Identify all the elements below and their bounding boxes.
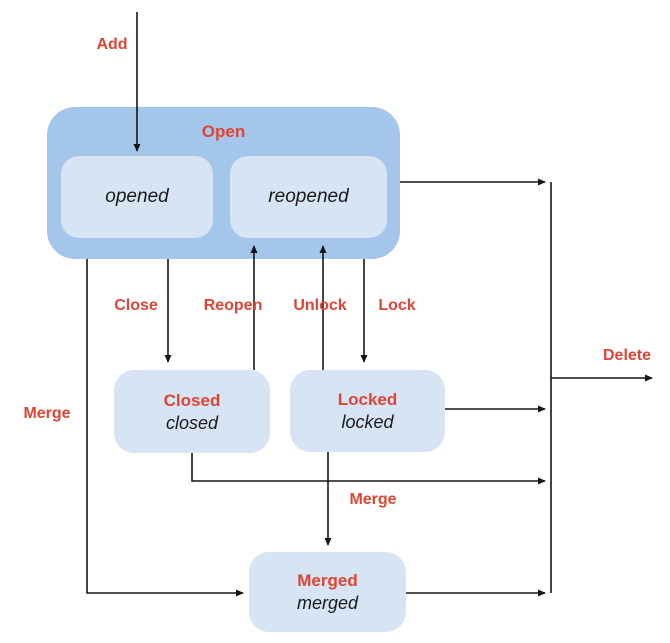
state-locked: Locked locked — [290, 370, 445, 452]
state-closed: Closed closed — [114, 370, 270, 453]
open-group-title: Open — [201, 122, 246, 141]
label-merge-from-locked: Merge — [349, 491, 397, 508]
state-closed-substate: closed — [165, 412, 219, 433]
label-reopen: Reopen — [203, 297, 263, 314]
state-locked-title: Locked — [337, 390, 398, 409]
edge-closed-to-delete-line — [191, 453, 546, 485]
state-merged: Merged merged — [249, 552, 406, 632]
label-merge-from-open: Merge — [23, 405, 71, 422]
label-delete: Delete — [602, 347, 652, 364]
state-locked-substate: locked — [341, 412, 394, 432]
state-opened-label: opened — [105, 186, 169, 207]
state-merged-title: Merged — [297, 571, 358, 590]
state-merged-substate: merged — [296, 593, 359, 613]
state-opened: opened — [61, 156, 213, 238]
label-close: Close — [114, 297, 158, 314]
label-unlock: Unlock — [293, 297, 347, 314]
state-reopened-label: reopened — [268, 186, 349, 207]
state-reopened: reopened — [230, 156, 387, 238]
state-closed-title: Closed — [163, 390, 221, 410]
label-add: Add — [96, 36, 128, 53]
label-lock: Lock — [378, 297, 416, 314]
state-open-group: Open opened reopened — [47, 107, 400, 259]
